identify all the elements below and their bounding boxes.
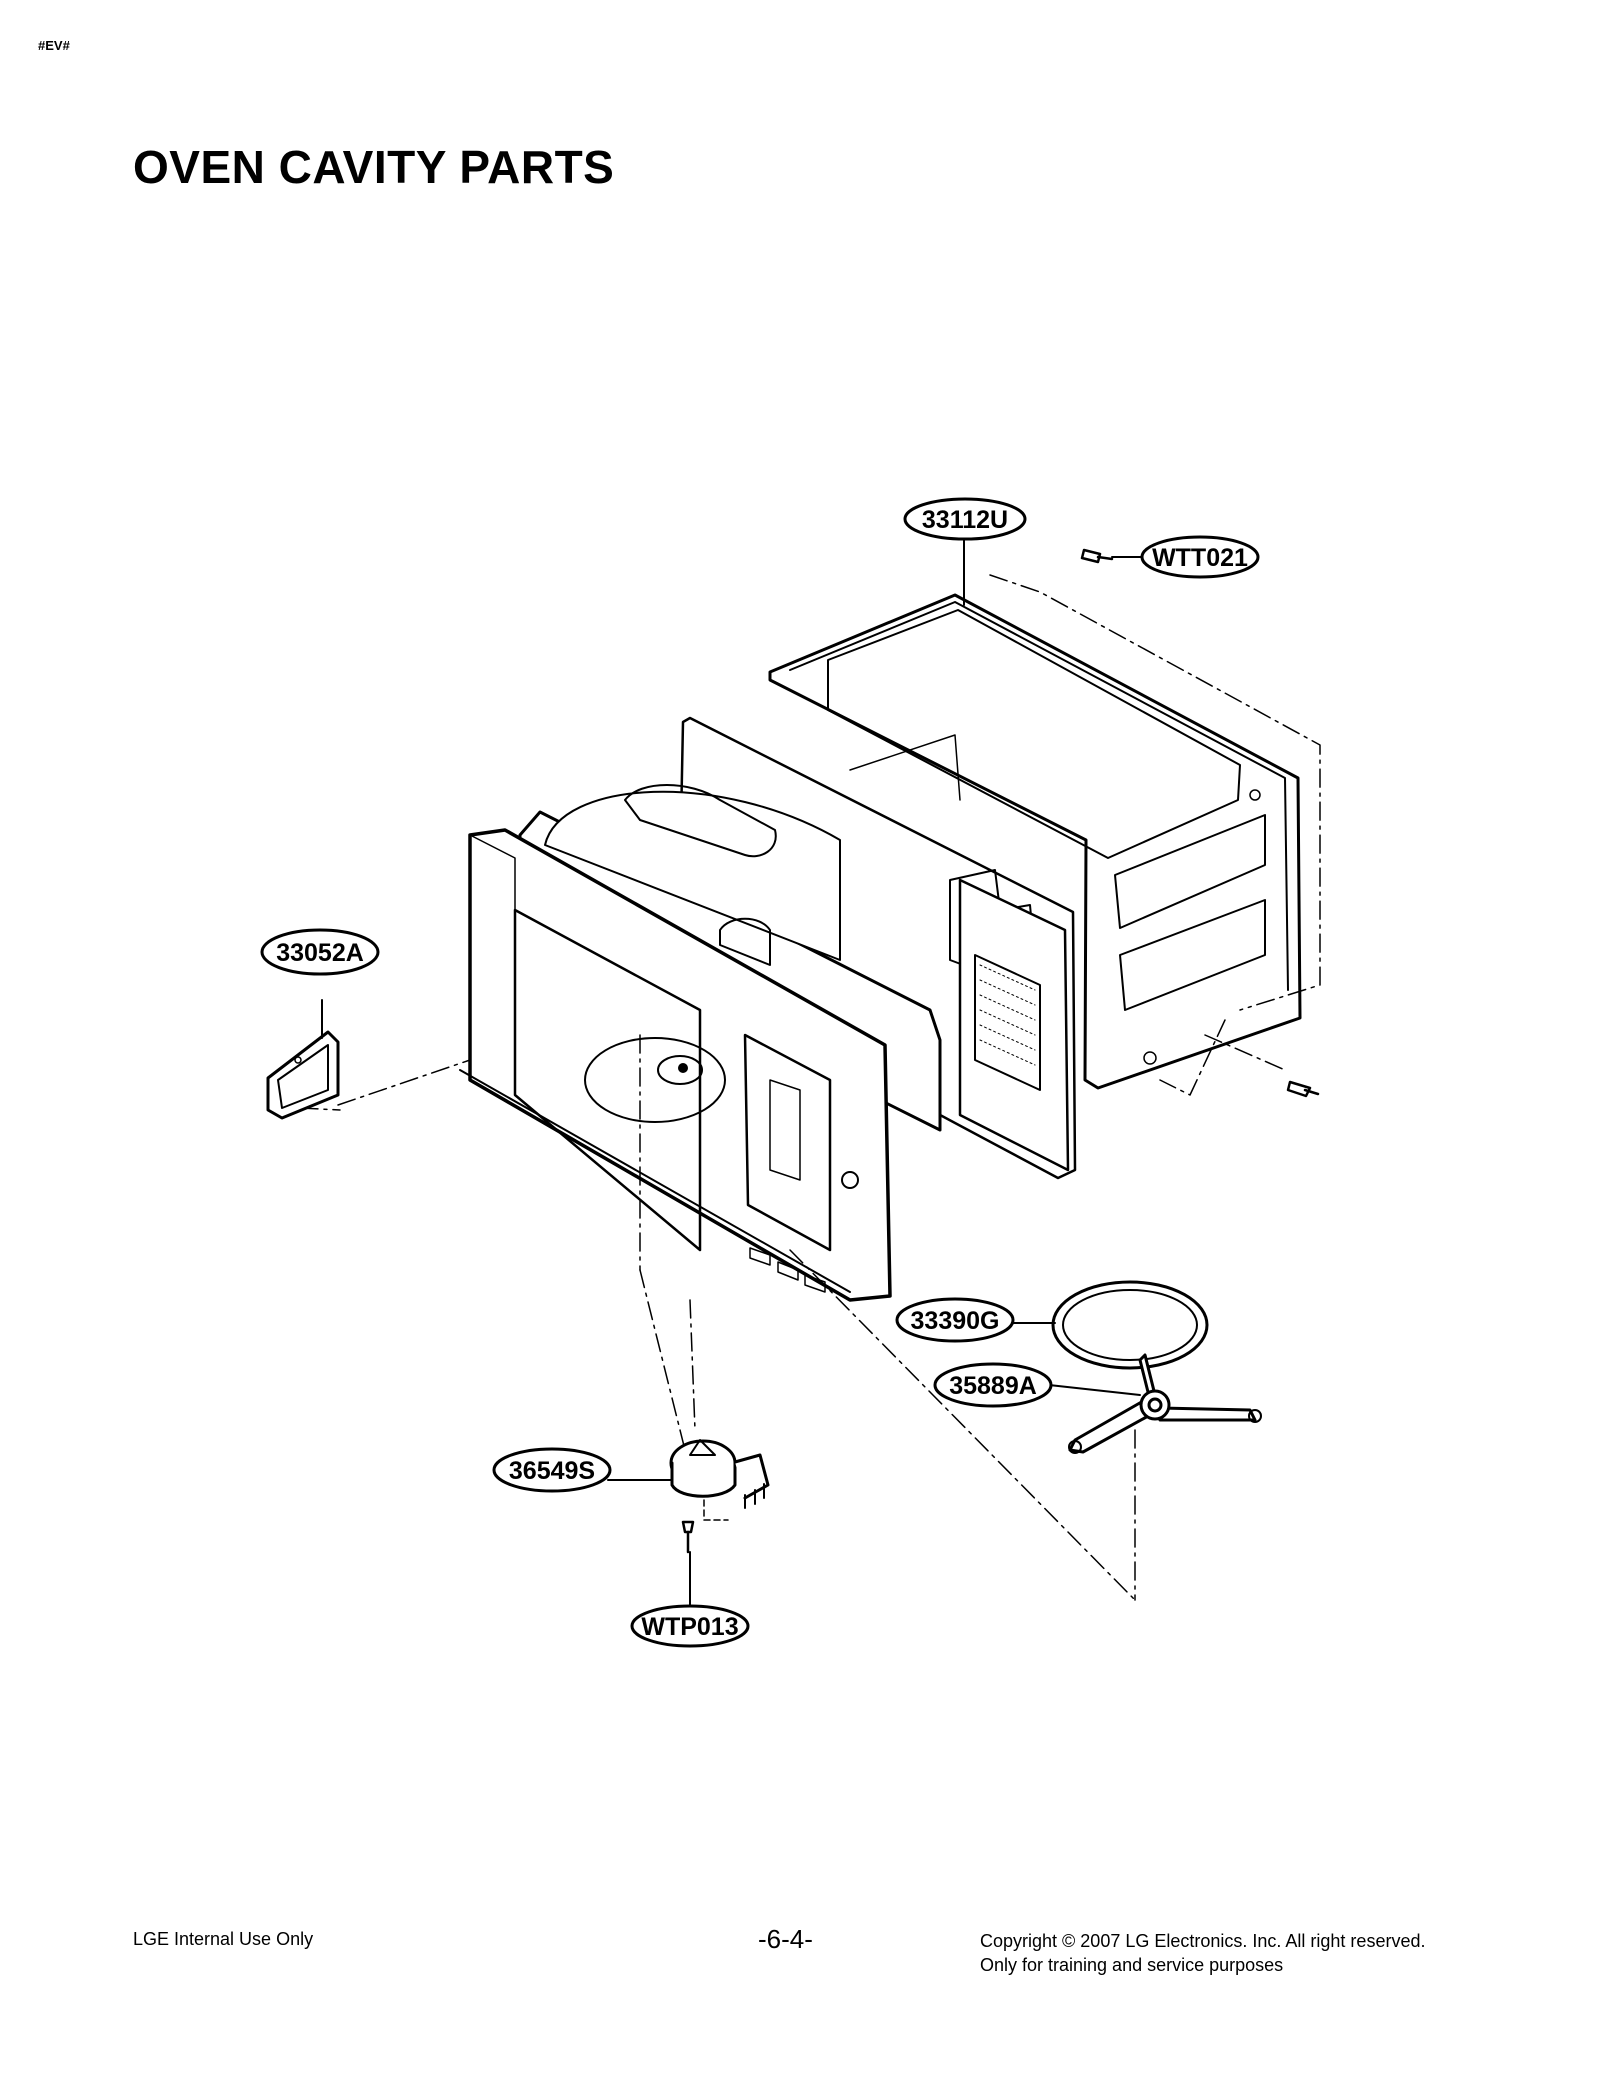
callout-33052A-oval	[260, 928, 380, 976]
glass-tray-part	[1051, 1280, 1209, 1370]
case-alignment-lines	[989, 574, 1321, 1096]
callout-WTP013: WTP013	[641, 1613, 738, 1641]
footer-page-number: -6-4-	[758, 1924, 813, 1954]
callout-33112U: 33112U	[922, 506, 1008, 534]
outer-case-part	[768, 593, 1302, 1090]
screw-WTT021	[1080, 548, 1114, 564]
footer-internal-use: LGE Internal Use Only	[133, 1929, 314, 1949]
callout-35889A-oval	[933, 1362, 1053, 1408]
back-panel-grill	[958, 878, 1070, 1172]
turntable-motor-part	[669, 1439, 770, 1521]
callout-WTP013-oval	[630, 1604, 750, 1648]
footer-copyright: Copyright © 2007 LG Electronics. Inc. Al…	[980, 1929, 1425, 1977]
screw-WTP013	[681, 1520, 695, 1554]
callout-33390G-oval	[895, 1297, 1015, 1343]
page-title: OVEN CAVITY PARTS	[133, 141, 615, 193]
callout-ovals	[260, 497, 1260, 1648]
callout-33052A: 33052A	[276, 939, 364, 967]
callout-leaders	[321, 531, 1146, 1606]
corner-tag: #EV#	[38, 38, 70, 53]
callout-36549S: 36549S	[509, 1457, 595, 1485]
copyright-line-2: Only for training and service purposes	[980, 1955, 1284, 1975]
waveguide-cover-part	[266, 1030, 340, 1120]
callout-33112U-oval	[903, 497, 1027, 541]
callout-33390G: 33390G	[911, 1307, 1000, 1335]
copyright-line-1: Copyright © 2007 LG Electronics. Inc. Al…	[980, 1931, 1426, 1951]
callout-36549S-oval	[492, 1447, 612, 1493]
roller-rest-part	[1068, 1353, 1262, 1454]
callout-WTT021: WTT021	[1152, 544, 1248, 572]
callout-WTT021-oval	[1140, 535, 1260, 579]
callout-35889A: 35889A	[949, 1372, 1037, 1400]
alignment-lines	[299, 1034, 1286, 1601]
screw-bottom-right	[1286, 1080, 1320, 1098]
